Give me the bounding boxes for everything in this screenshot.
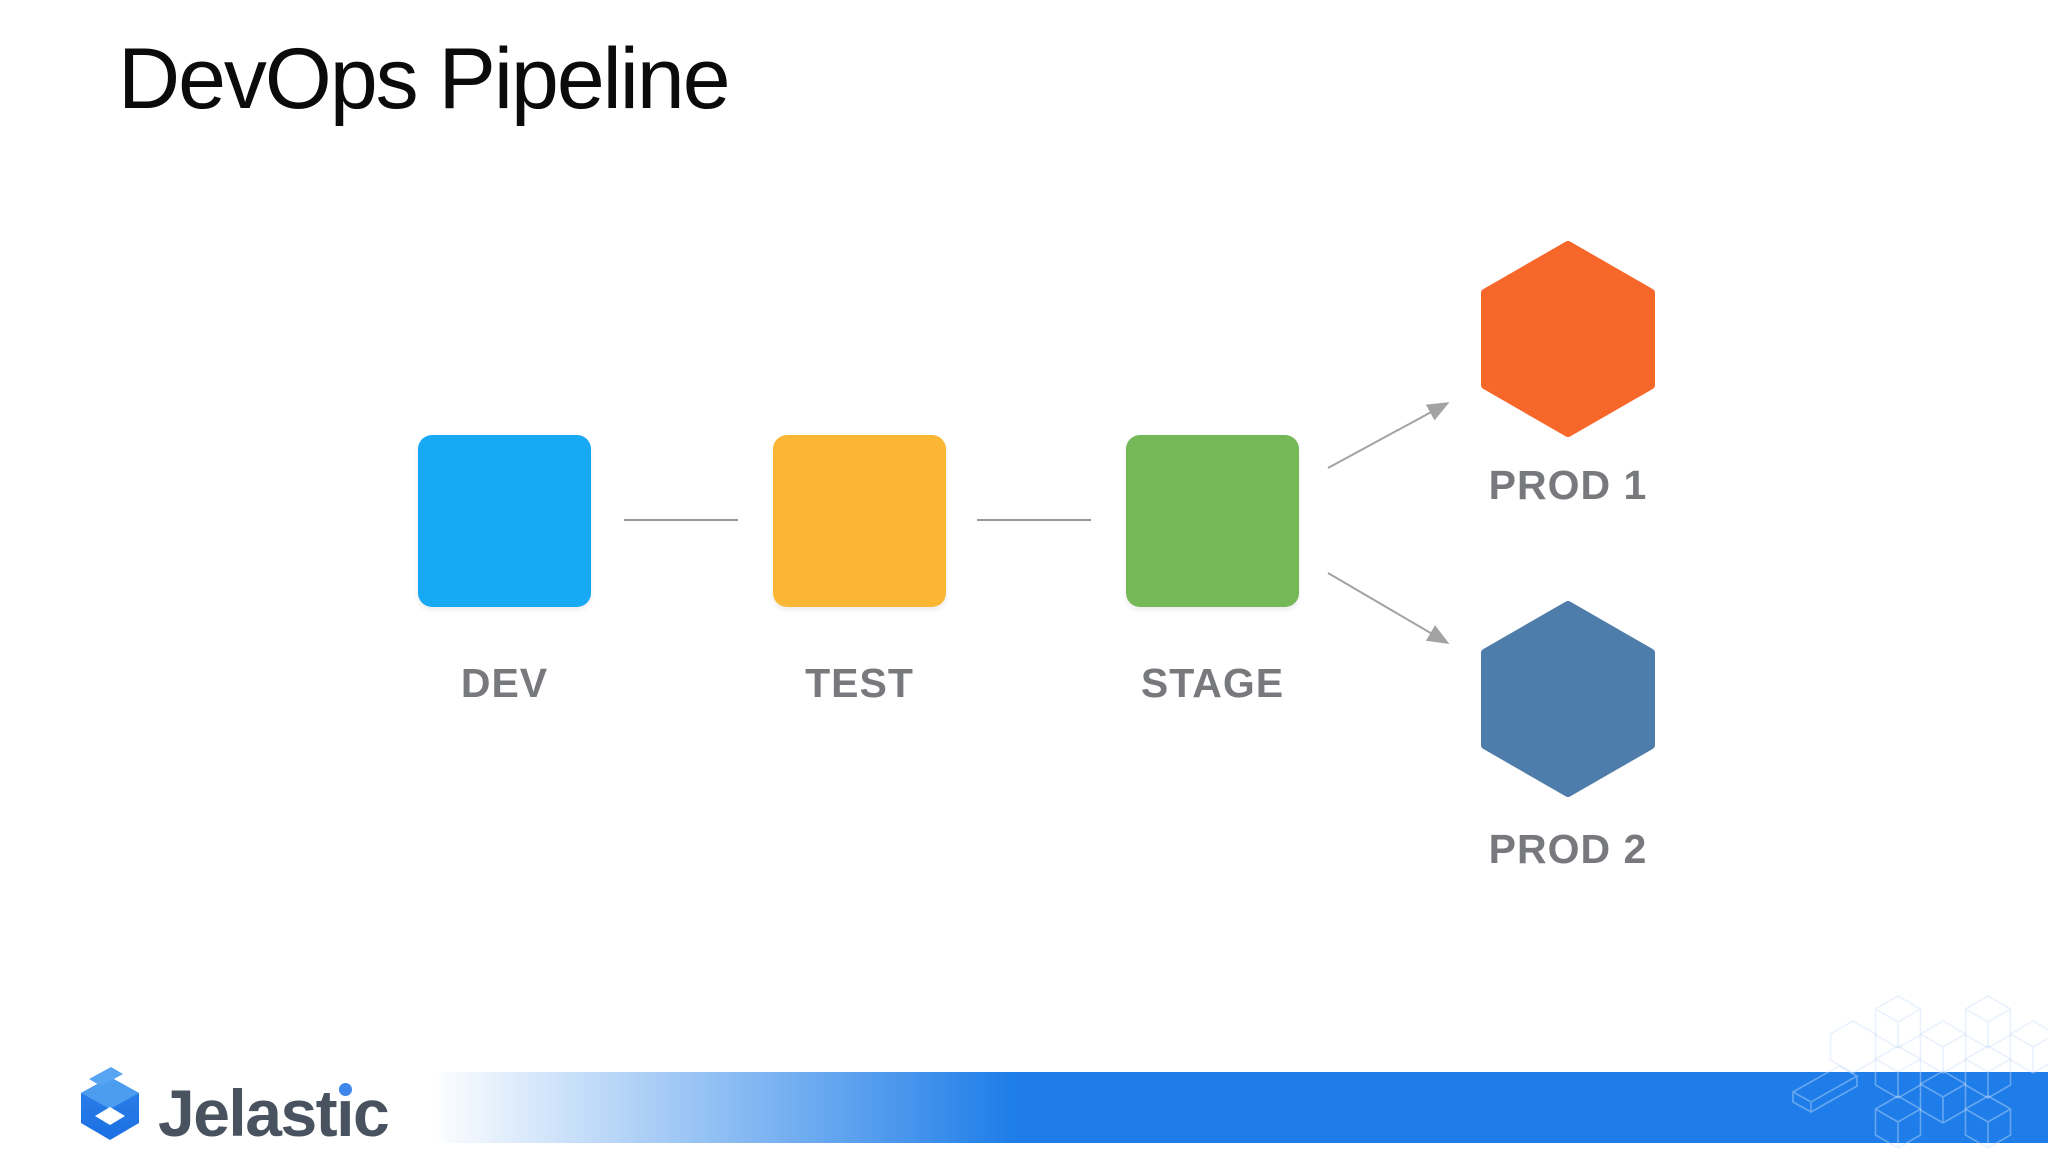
- node-prod1: [1481, 241, 1655, 437]
- label-test: TEST: [805, 660, 914, 706]
- brand-name-i-base: ı: [336, 1076, 354, 1150]
- arrow-stage-prod2: [1327, 572, 1450, 645]
- arrow-stage-prod1: [1327, 402, 1450, 469]
- branch-arrows: [1327, 402, 1450, 645]
- jelastic-cube-icon: [81, 1067, 139, 1140]
- label-dev: DEV: [460, 660, 549, 706]
- node-prod2: [1481, 601, 1655, 797]
- node-dev: [418, 435, 591, 607]
- connector-test-stage: [977, 519, 1091, 521]
- label-prod2: PROD 2: [1488, 826, 1648, 872]
- page-title: DevOps Pipeline: [118, 31, 731, 127]
- node-stage: [1126, 435, 1299, 607]
- isometric-cubes-pattern: [1792, 995, 2048, 1149]
- label-stage: STAGE: [1140, 660, 1285, 706]
- brand-name-i: ı: [336, 1080, 354, 1146]
- node-test: [773, 435, 946, 607]
- brand-i-dot: [339, 1083, 353, 1096]
- brand-name-pre: Jelast: [158, 1076, 338, 1150]
- label-prod1: PROD 1: [1488, 462, 1648, 508]
- connector-dev-test: [624, 519, 738, 521]
- brand-name-post: c: [352, 1076, 390, 1150]
